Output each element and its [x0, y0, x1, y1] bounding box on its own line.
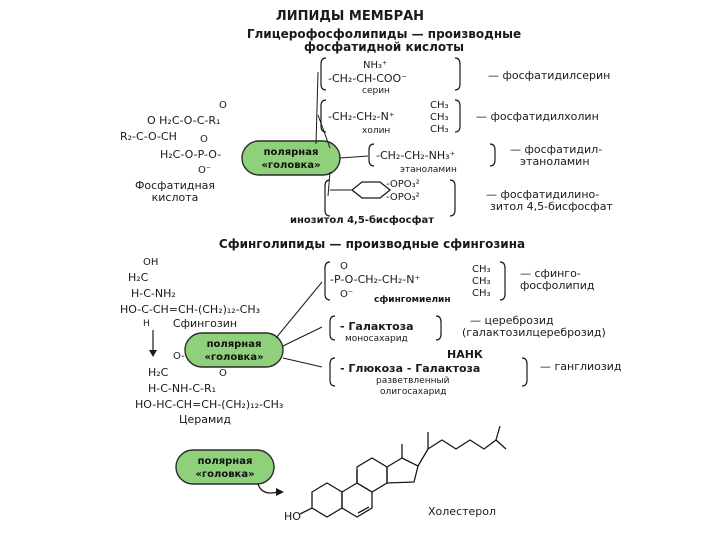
glycero-heading-2: фосфатидной кислоты: [304, 40, 464, 54]
polar-head-line-2: «головка»: [195, 469, 254, 480]
ethanolamine-result-1: — фосфатидил-: [510, 143, 602, 156]
glycero-heading-1: Глицерофосфолипиды — производные: [247, 27, 521, 41]
sm-ominus: O⁻: [340, 289, 353, 300]
acid-o-bottom: O⁻: [198, 165, 211, 176]
serine-nh3: NH₃⁺: [363, 60, 387, 71]
sm-ch3-a: CH₃: [472, 264, 491, 275]
gangl-formula: - Глюкоза - Галактоза: [340, 362, 480, 375]
sph-to-ceramide-arrow: [149, 330, 157, 357]
serine-result: — фосфатидилсерин: [488, 69, 610, 82]
sm-formula: -P-O-CH₂-CH₂-N⁺: [330, 273, 420, 286]
choline-formula: -CH₂-CH₂-N⁺: [328, 110, 395, 123]
phosphatidic-acid: O O H₂C-O-C-R₁ R₂-C-O-CH O H₂C-O-P-O- O⁻…: [120, 100, 227, 204]
ceramide: O- H₂C O H-C-NH-C-R₁ HO-HC-CH=CH-(CH₂)₁₂…: [135, 351, 283, 426]
sm-o: O: [340, 261, 348, 272]
sph-oh: OH: [143, 257, 158, 268]
gangl-sub-2: олигосахарид: [380, 387, 446, 397]
sph-label: Сфингозин: [173, 317, 237, 330]
sphingomyelin-group: O -P-O-CH₂-CH₂-N⁺ O⁻ CH₃ CH₃ CH₃ сфингом…: [324, 261, 595, 305]
acid-o-top: O: [219, 100, 227, 111]
ganglioside-group: НАНК - Глюкоза - Галактоза разветвленный…: [329, 348, 622, 397]
cholesterol-ho: HO: [284, 510, 301, 523]
diagram-title: ЛИПИДЫ МЕМБРАН: [276, 9, 424, 24]
ethanolamine-sub: этаноламин: [400, 165, 457, 175]
polar-head-line-1: полярная: [264, 147, 319, 158]
polar-head-line-1: полярная: [198, 456, 253, 467]
inositol-opo-b: -OPO₃²: [386, 192, 420, 203]
sphingo-heading: Сфинголипиды — производные сфингозина: [219, 237, 525, 251]
choline-result: — фосфатидилхолин: [476, 110, 599, 123]
sph-h: H: [143, 319, 150, 329]
ethanolamine-group: -CH₂-CH₂-NH₃⁺ этаноламин — фосфатидил- э…: [368, 143, 602, 175]
ethanolamine-formula: -CH₂-CH₂-NH₃⁺: [376, 149, 456, 162]
cer-line-2: H-C-NH-C-R₁: [148, 382, 216, 395]
acid-line-1: O H₂C-O-C-R₁: [147, 114, 220, 127]
cer-o: O-: [173, 351, 185, 362]
gangl-nank: НАНК: [447, 348, 483, 361]
polar-head-glycero: полярная «головка»: [241, 140, 341, 176]
inositol-group: -OPO₃² -OPO₃² инозитол 4,5-бисфосфат — ф…: [290, 179, 613, 226]
cer-line-1: H₂C: [148, 366, 169, 379]
acid-line-2: R₂-C-O-CH: [120, 130, 177, 143]
glycero-connectors: [315, 71, 369, 197]
cer-line-3: HO-HC-CH=CH-(CH₂)₁₂-CH₃: [135, 398, 283, 411]
sph-line-3: HO-C-CH=CH-(CH₂)₁₂-CH₃: [120, 303, 260, 316]
cholesterol-label: Холестерол: [428, 505, 496, 518]
serine-formula: -CH₂-CH-COO⁻: [328, 72, 407, 85]
acid-label-2: кислота: [152, 191, 199, 204]
acid-label-1: Фосфатидная: [135, 179, 215, 192]
cholesterol-structure: [299, 425, 507, 518]
polar-head-sphingo: полярная «головка»: [184, 332, 284, 368]
polar-head-line-1: полярная: [207, 339, 262, 350]
polar-head-line-2: «головка»: [261, 160, 320, 171]
inositol-ring: [350, 181, 392, 199]
gal-sub: моносахарид: [345, 334, 408, 344]
gangl-result: — ганглиозид: [540, 360, 622, 373]
sph-line-1: H₂C: [128, 271, 149, 284]
sphingo-connectors: [275, 281, 323, 368]
sphingosine: OH H₂C H-C-NH₂ HO-C-CH=CH-(CH₂)₁₂-CH₃ H …: [120, 257, 260, 330]
sm-sub: сфингомиелин: [374, 295, 451, 305]
galactose-group: - Галактоза моносахарид — цереброзид (га…: [329, 314, 606, 344]
serine-group: NH₃⁺ -CH₂-CH-COO⁻ серин — фосфатидилсери…: [320, 57, 610, 96]
inositol-result-2: зитол 4,5-бисфосфат: [490, 200, 613, 213]
sm-ch3-c: CH₃: [472, 288, 491, 299]
choline-ch3-c: CH₃: [430, 124, 449, 135]
inositol-sub: инозитол 4,5-бисфосфат: [290, 214, 434, 226]
choline-group: -CH₂-CH₂-N⁺ CH₃ CH₃ CH₃ холин — фосфатид…: [320, 99, 599, 136]
polar-head-line-2: «головка»: [204, 352, 263, 363]
cer-o-2: O: [219, 368, 227, 379]
gangl-sub-1: разветвленный: [376, 376, 450, 386]
acid-o-top-2: O: [200, 134, 208, 145]
sph-line-2: H-C-NH₂: [131, 287, 176, 300]
choline-ch3-a: CH₃: [430, 100, 449, 111]
inositol-result-1: — фосфатидилино-: [486, 188, 599, 201]
gal-result-2: (галактозилцереброзид): [462, 326, 606, 339]
acid-line-3: H₂C-O-P-O-: [160, 148, 221, 161]
polar-head-cholesterol: полярная «головка»: [175, 449, 275, 485]
choline-ch3-b: CH₃: [430, 112, 449, 123]
ethanolamine-result-2: этаноламин: [520, 155, 590, 168]
serine-sub: серин: [362, 86, 390, 96]
choline-sub: холин: [362, 126, 390, 136]
sm-ch3-b: CH₃: [472, 276, 491, 287]
cer-label: Церамид: [179, 413, 231, 426]
polar-head-shape: [175, 449, 275, 485]
cholesterol-arrow: [257, 483, 284, 496]
gal-result-1: — цереброзид: [470, 314, 554, 327]
sm-result-1: — сфинго-: [520, 267, 581, 280]
gal-formula: - Галактоза: [340, 320, 414, 333]
polar-head-shape: [184, 332, 284, 368]
sm-result-2: фосфолипид: [520, 279, 595, 292]
inositol-opo-a: -OPO₃²: [386, 179, 420, 190]
